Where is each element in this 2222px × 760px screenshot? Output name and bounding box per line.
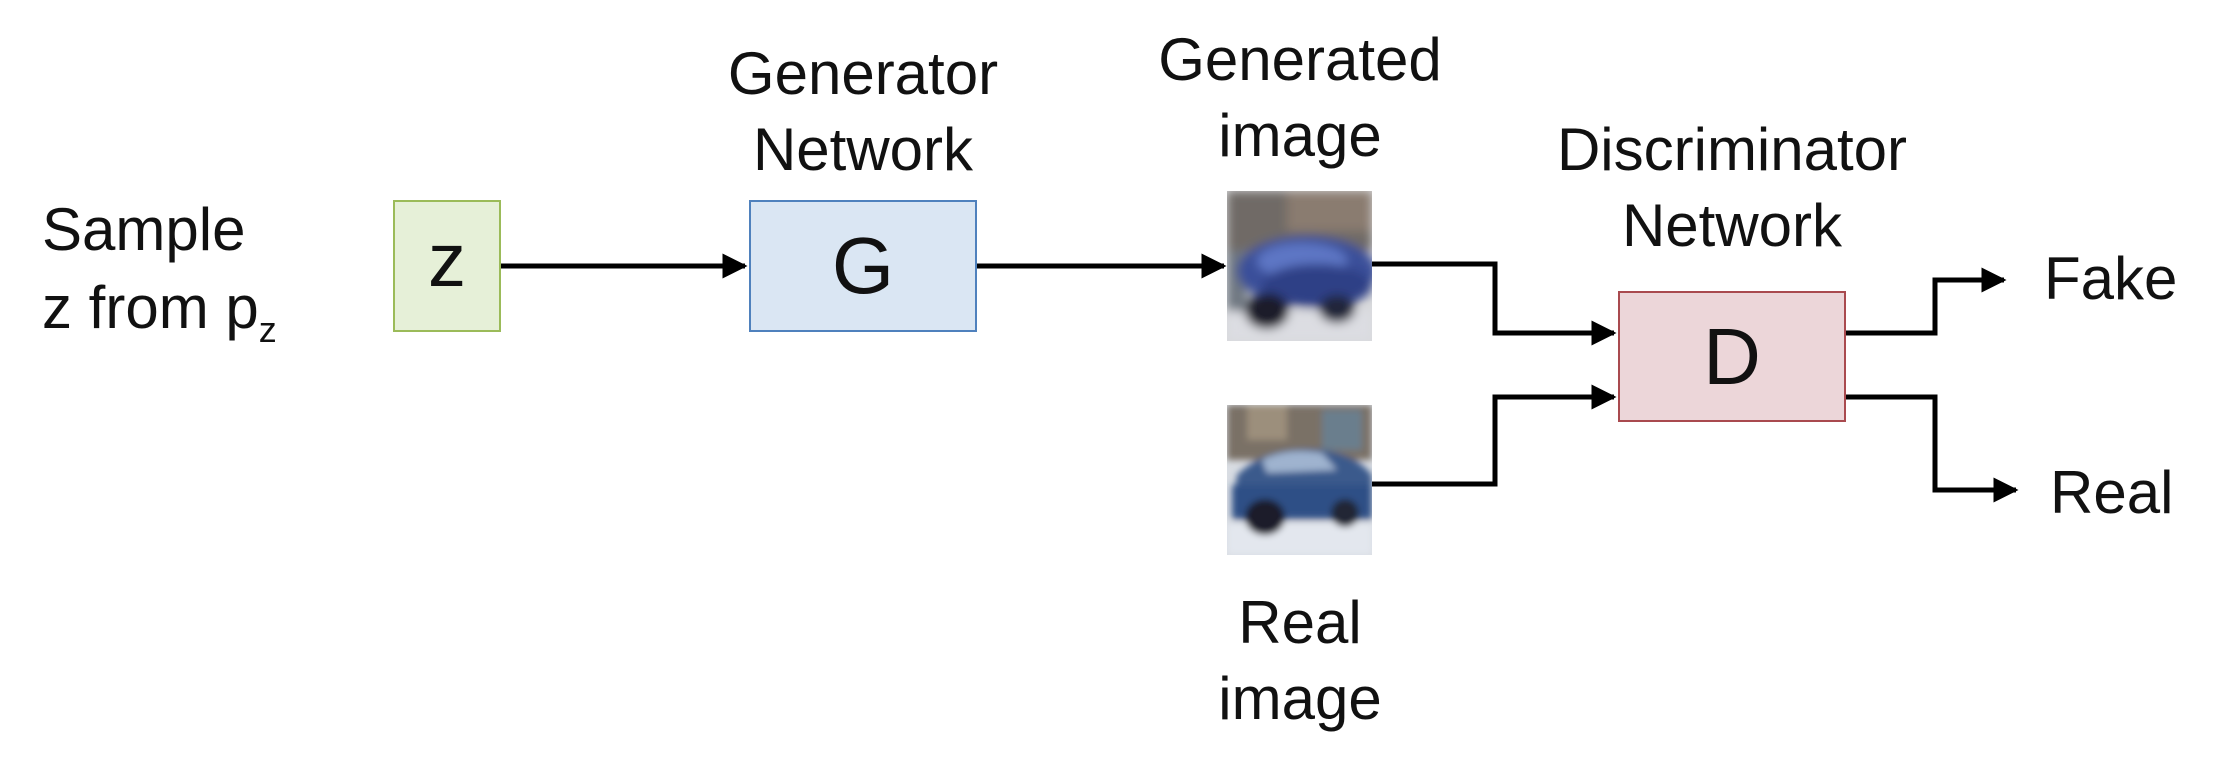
generator-caption: Generator Network <box>693 36 1033 188</box>
generated-image-thumbnail <box>1227 191 1372 341</box>
z-from-pz-label: z from pz <box>42 270 277 354</box>
z-from-p-text: z from p <box>42 274 259 341</box>
generator-caption-line1: Generator <box>727 40 999 107</box>
real-output-label: Real <box>2050 459 2174 526</box>
fake-output-label: Fake <box>2044 245 2178 312</box>
arrow-d-to-fake <box>1846 267 2007 336</box>
arrow-real-to-d <box>1372 384 1617 487</box>
arrow-d-to-real <box>1846 394 2019 503</box>
generated-image-caption: Generated image <box>1130 22 1470 174</box>
z-box-label: z <box>428 217 466 303</box>
sample-label-line1: Sample <box>42 196 246 263</box>
generator-caption-line2: Network <box>752 116 974 183</box>
z-box: z <box>393 200 501 332</box>
generator-box-label: G <box>831 221 895 310</box>
discriminator-box-label: D <box>1703 311 1761 401</box>
real-image-caption-line2: image <box>1218 665 1382 732</box>
generated-image-caption-line1: Generated <box>1158 26 1442 93</box>
real-image-caption: Real image <box>1130 585 1470 737</box>
generator-box: G <box>749 200 977 332</box>
discriminator-box: D <box>1618 291 1846 422</box>
real-image-caption-line1: Real <box>1238 589 1362 656</box>
real-image-thumbnail <box>1227 405 1372 555</box>
discriminator-caption-line2: Network <box>1621 192 1843 259</box>
generated-image-caption-line2: image <box>1218 102 1382 169</box>
arrow-generated-to-d <box>1372 261 1617 346</box>
sample-label: Sample <box>42 192 245 268</box>
pz-subscript: z <box>258 309 277 350</box>
discriminator-caption-line1: Discriminator <box>1556 116 1908 183</box>
discriminator-caption: Discriminator Network <box>1522 112 1942 264</box>
